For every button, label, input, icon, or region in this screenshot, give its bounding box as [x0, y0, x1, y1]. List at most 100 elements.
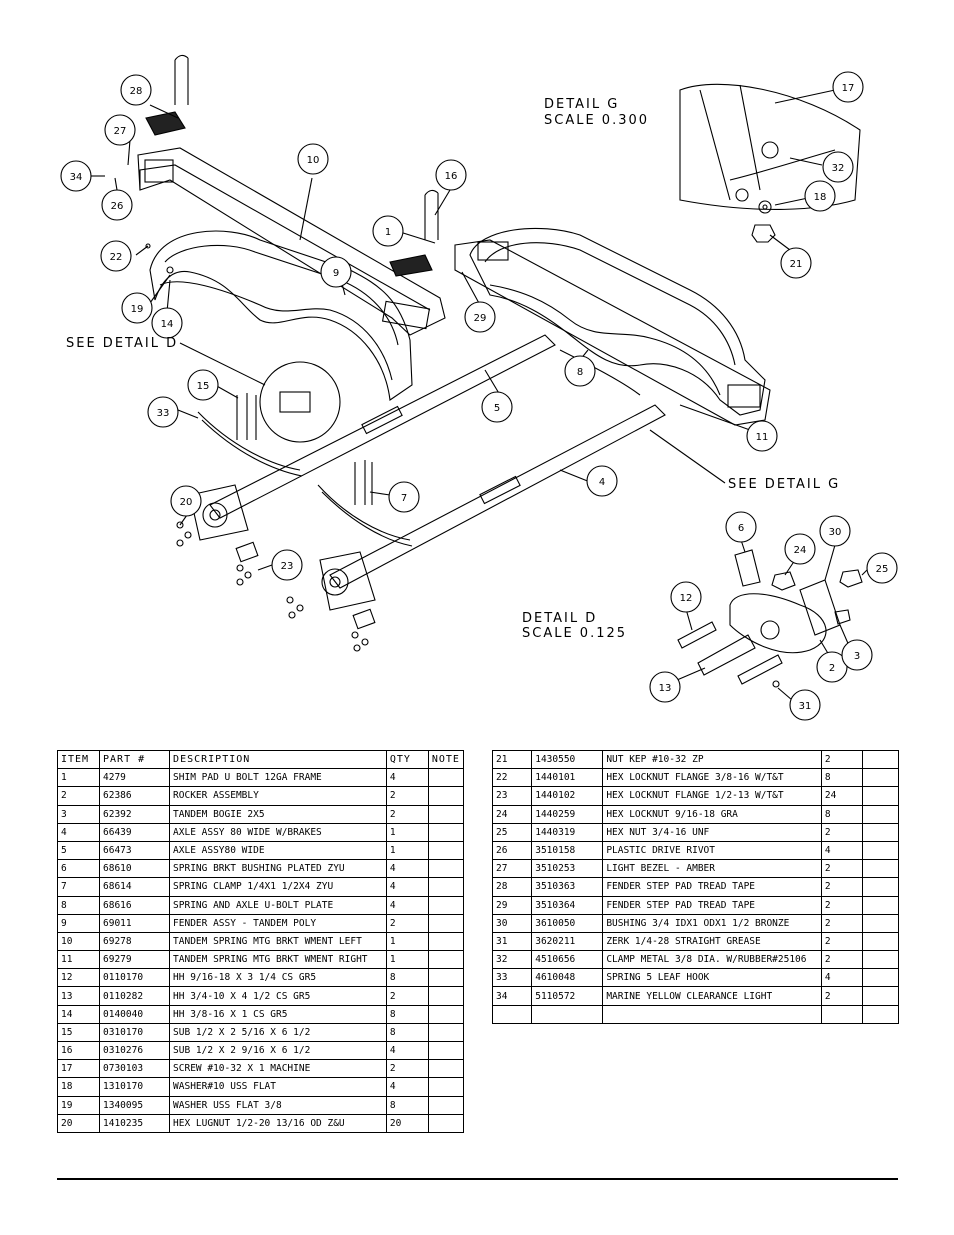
- cell-part: 3510158: [531, 840, 604, 861]
- cell-item: 12: [56, 968, 101, 988]
- svg-text:33: 33: [157, 408, 170, 419]
- cell-part: 68616: [99, 895, 171, 915]
- cell-description: ZERK 1/4-28 STRAIGHT GREASE: [602, 931, 822, 952]
- cell-qty: 2: [820, 986, 864, 1006]
- svg-text:18: 18: [814, 192, 827, 203]
- cell-part: 62386: [99, 786, 171, 806]
- cell-note: [427, 968, 465, 988]
- cell-qty: 2: [820, 749, 864, 770]
- fasteners: [145, 243, 376, 652]
- cell-part: 3510363: [531, 877, 604, 897]
- svg-text:12: 12: [680, 593, 693, 604]
- cell-part: 0110282: [99, 986, 171, 1006]
- cell-qty: 1: [385, 931, 429, 952]
- right-fender: [454, 227, 771, 426]
- table-row: [491, 1004, 899, 1024]
- callout-25: 25: [866, 552, 898, 584]
- callout-23: 23: [271, 549, 303, 581]
- cell-description: FENDER ASSY - TANDEM POLY: [169, 913, 387, 933]
- cell-part: 68614: [99, 877, 171, 897]
- svg-text:27: 27: [114, 126, 127, 137]
- svg-text:16: 16: [445, 171, 458, 182]
- header-item: ITEM: [56, 749, 101, 770]
- svg-text:4: 4: [599, 477, 605, 488]
- cell-item: 27: [491, 859, 533, 879]
- cell-note: [427, 895, 465, 915]
- cell-note: [427, 877, 465, 897]
- callout-14: 14: [151, 307, 183, 339]
- cell-note: [862, 950, 899, 970]
- cell-note: [862, 768, 899, 788]
- cell-description: HEX NUT 3/4-16 UNF: [602, 822, 822, 842]
- callout-bubbles: 1234567891011121314151617181920212223242…: [60, 71, 898, 721]
- cell-part: 1410235: [99, 1113, 171, 1133]
- callout-12: 12: [670, 581, 702, 613]
- callout-30: 30: [819, 515, 851, 547]
- cell-part: 0310276: [99, 1040, 171, 1061]
- cell-note: [862, 877, 899, 897]
- cell-note: [427, 840, 465, 861]
- svg-text:6: 6: [738, 523, 744, 534]
- cell-item: 31: [491, 931, 533, 952]
- cell-note: [427, 822, 465, 842]
- cell-description: SUB 1/2 X 2 5/16 X 6 1/2: [169, 1022, 387, 1043]
- header-part-number: PART #: [99, 749, 171, 770]
- cell-qty: 1: [385, 840, 429, 861]
- cell-note: [427, 1113, 465, 1133]
- left-spring-mounting-bracket: [137, 147, 446, 336]
- cell-part: [531, 1004, 604, 1024]
- cell-description: TANDEM BOGIE 2X5: [169, 804, 387, 824]
- svg-text:19: 19: [131, 304, 144, 315]
- cell-description: HEX LOCKNUT FLANGE 1/2-13 W/T&T: [602, 786, 822, 806]
- cell-qty: 2: [820, 950, 864, 970]
- cell-note: [427, 859, 465, 879]
- callout-29: 29: [464, 301, 496, 333]
- cell-description: HEX LUGNUT 1/2-20 13/16 OD Z&U: [169, 1113, 387, 1133]
- cell-item: 7: [56, 877, 101, 897]
- svg-text:22: 22: [110, 252, 123, 263]
- header-qty: QTY: [385, 749, 429, 770]
- cell-item: 5: [56, 840, 101, 861]
- cell-qty: 8: [820, 804, 864, 824]
- fender-step-pads[interactable]: [145, 111, 433, 277]
- cell-qty: 2: [385, 1059, 429, 1079]
- cell-note: [862, 1004, 899, 1024]
- cell-part: 0140040: [99, 1004, 171, 1024]
- callout-1: 1: [372, 215, 404, 247]
- svg-text:24: 24: [794, 545, 807, 556]
- cell-item: 33: [491, 968, 533, 988]
- cell-note: [427, 913, 465, 933]
- cell-note: [427, 931, 465, 952]
- cell-note: [427, 768, 465, 788]
- callout-8: 8: [564, 355, 596, 387]
- cell-part: 1430550: [531, 749, 604, 770]
- cell-qty: [820, 1004, 864, 1024]
- svg-text:31: 31: [799, 701, 812, 712]
- callout-20: 20: [170, 485, 202, 517]
- cell-item: 28: [491, 877, 533, 897]
- cell-qty: 8: [385, 968, 429, 988]
- callout-22: 22: [100, 240, 132, 272]
- svg-text:29: 29: [474, 313, 487, 324]
- svg-text:15: 15: [197, 381, 210, 392]
- cell-part: 69011: [99, 913, 171, 933]
- cell-qty: 2: [385, 786, 429, 806]
- cell-part: 1440319: [531, 822, 604, 842]
- cell-description: TANDEM SPRING MTG BRKT WMENT LEFT: [169, 931, 387, 952]
- callout-13: 13: [649, 671, 681, 703]
- callout-6: 6: [725, 511, 757, 543]
- cell-description: AXLE ASSY 80 WIDE W/BRAKES: [169, 822, 387, 842]
- cell-description: AXLE ASSY80 WIDE: [169, 840, 387, 861]
- cell-item: 34: [491, 986, 533, 1006]
